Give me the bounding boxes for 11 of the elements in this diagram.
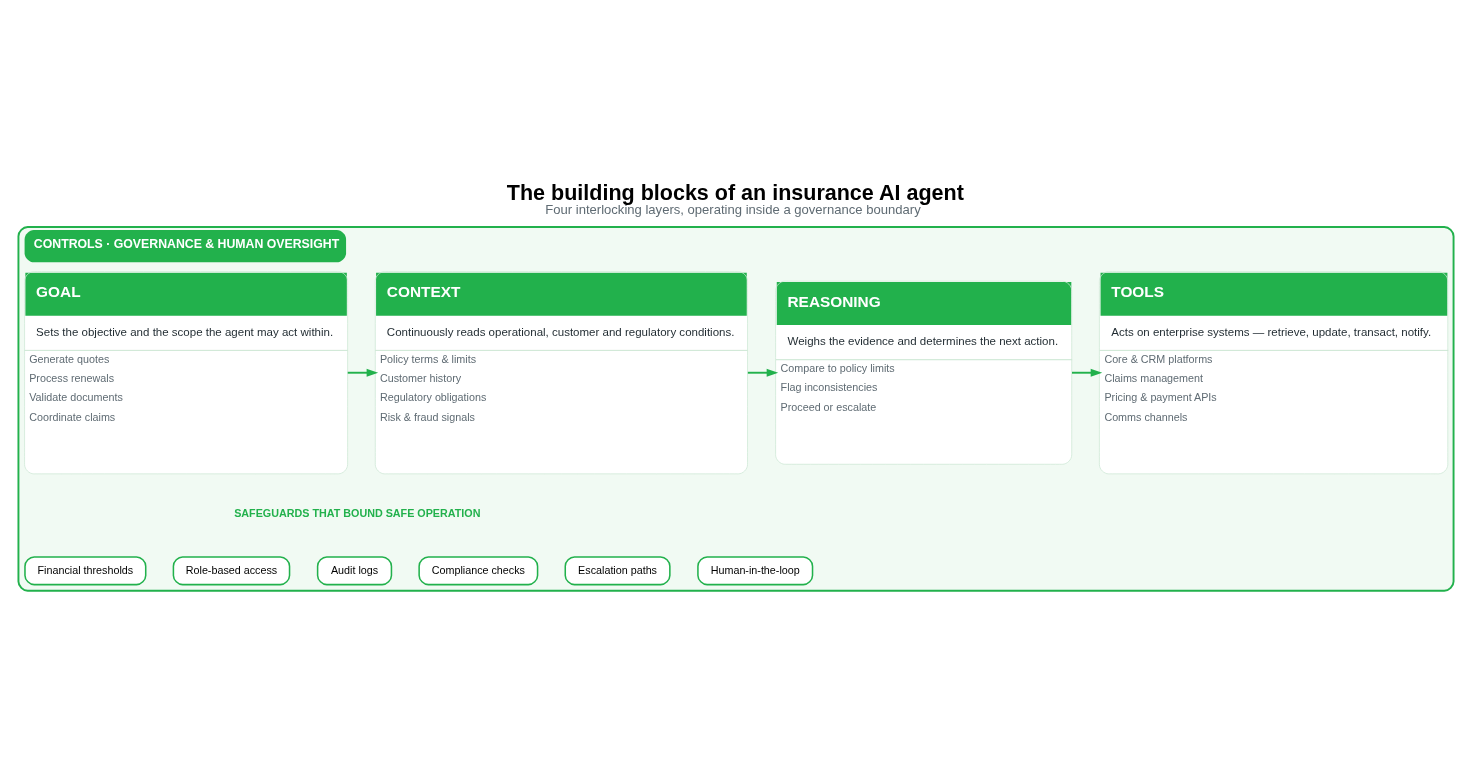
diagram-title: The building blocks of an insurance AI agent [506,180,964,205]
label: SAFEGUARDS THAT BOUND SAFE OPERATION [234,506,481,519]
node-box: Compliance checks [418,555,539,585]
node-box: Escalation paths [564,555,671,585]
node-box: Role-based access [172,555,291,585]
node-box: Financial thresholds [24,555,147,585]
node-box: Audit logs [316,555,393,585]
arrow [1071,368,1103,377]
arrow [746,368,779,377]
node-box: Human-in-the-loop [697,555,814,585]
arrow [346,368,379,377]
